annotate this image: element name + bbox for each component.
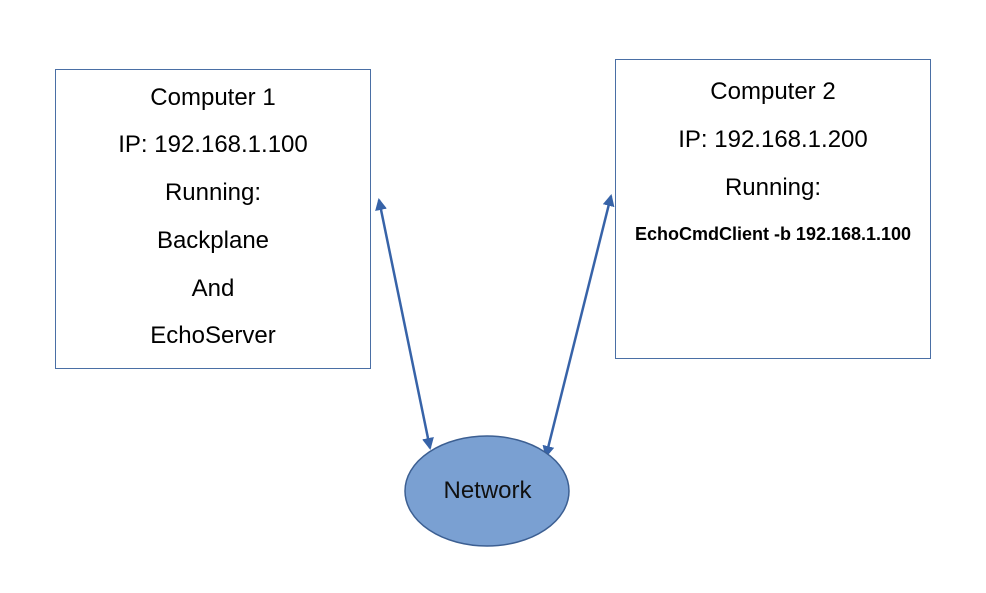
- computer-2-running-label: Running:: [724, 174, 822, 201]
- computer-2-command: EchoCmdClient -b 192.168.1.100: [634, 224, 912, 244]
- network-node: [404, 435, 570, 547]
- computer-1-running-label: Running:: [164, 179, 262, 206]
- network-label: Network: [443, 477, 532, 504]
- computer-1-process-backplane: Backplane: [156, 227, 270, 254]
- computer-2-ip: IP: 192.168.1.200: [678, 126, 868, 153]
- computer-1-box: Computer 1 IP: 192.168.1.100 Running: Ba…: [55, 69, 371, 369]
- computer-2-box: Computer 2 IP: 192.168.1.200 Running: Ec…: [615, 59, 931, 359]
- link-arrow-computer-1: [375, 198, 434, 450]
- computer-1-ip: IP: 192.168.1.100: [118, 131, 308, 158]
- computer-2-title: Computer 2: [710, 78, 836, 105]
- computer-1-process-echoserver: EchoServer: [150, 322, 276, 349]
- link-arrow-computer-2: [542, 194, 615, 458]
- computer-1-process-and: And: [191, 275, 235, 302]
- computer-1-title: Computer 1: [150, 84, 276, 111]
